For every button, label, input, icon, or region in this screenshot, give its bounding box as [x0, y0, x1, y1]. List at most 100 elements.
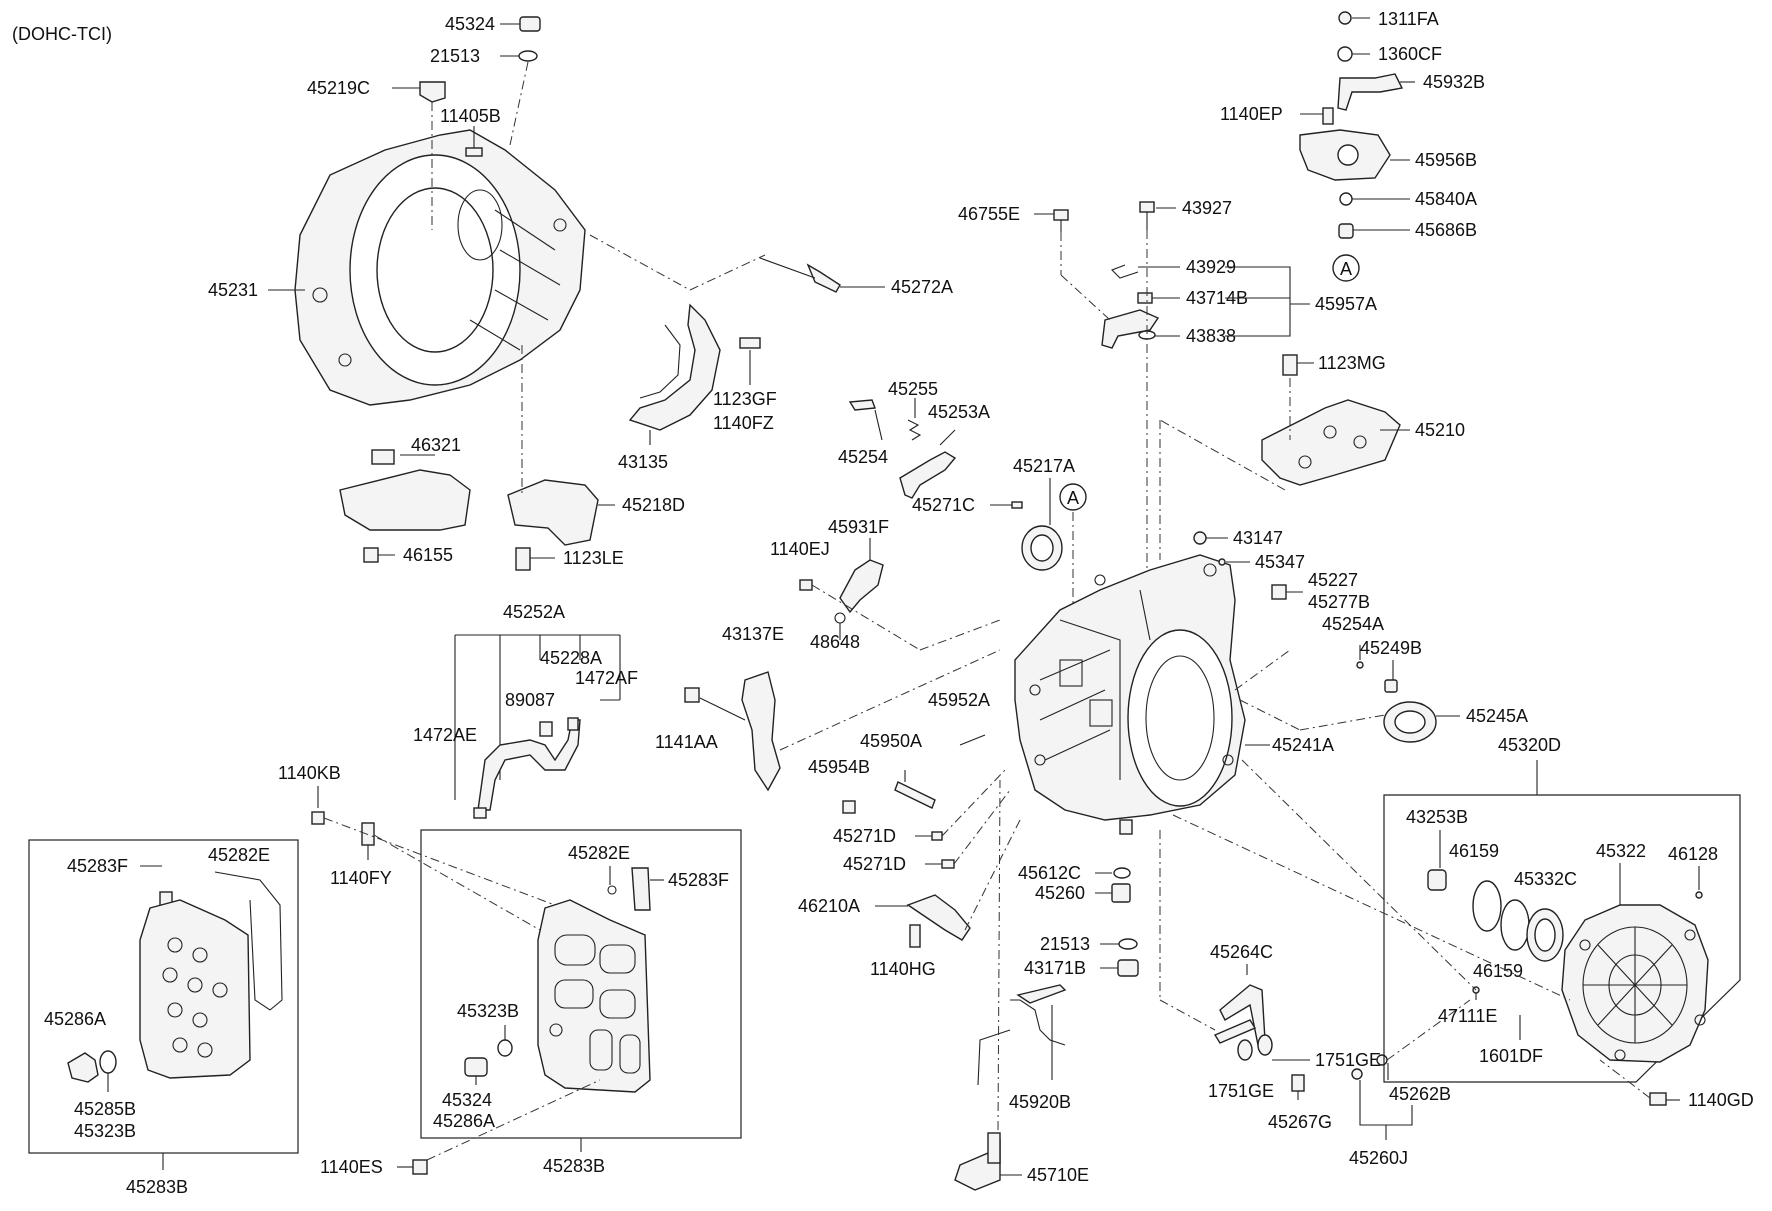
label-45282E-mid: 45282E — [568, 843, 630, 863]
oring-45285B — [99, 1050, 117, 1074]
converter-housing-45231 — [294, 129, 586, 406]
label-45210: 45210 — [1415, 420, 1465, 440]
label-45931F: 45931F — [828, 517, 889, 537]
nut-45686B — [1338, 223, 1354, 239]
gasket-43137E — [741, 671, 781, 792]
bracket-45210 — [1261, 399, 1401, 486]
bolt-46755E — [1053, 209, 1069, 221]
label-45271D-2: 45271D — [843, 854, 906, 874]
label-45324-mid: 45324 — [442, 1090, 492, 1110]
plug-45249B — [1384, 679, 1398, 693]
label-45932B: 45932B — [1423, 72, 1485, 92]
valve-body-mid — [537, 899, 651, 1093]
label-46155: 46155 — [403, 545, 453, 565]
label-45255: 45255 — [888, 379, 938, 399]
label-45286A-left: 45286A — [44, 1009, 106, 1029]
pin-45271C — [1011, 501, 1023, 509]
nut-43714B — [1137, 292, 1153, 304]
bolt-1140FY — [361, 822, 375, 846]
pin-45254A — [1356, 661, 1364, 669]
pin-48648 — [834, 612, 846, 624]
marker-a-top-text: A — [1340, 259, 1352, 279]
bolt-1140KB — [311, 811, 325, 825]
plug-45324-top — [519, 16, 541, 32]
label-1123MG: 1123MG — [1318, 353, 1386, 373]
label-1140GD: 1140GD — [1688, 1090, 1754, 1110]
label-1140KB: 1140KB — [278, 763, 341, 783]
bolt-1140ES — [412, 1159, 428, 1175]
oring-46159-2 — [1500, 899, 1530, 951]
label-47111E: 47111E — [1438, 1006, 1497, 1026]
oring-46159-1 — [1472, 880, 1502, 932]
label-43929: 43929 — [1186, 257, 1236, 277]
bolt-1123LE — [515, 547, 531, 571]
label-43171B: 43171B — [1024, 958, 1086, 978]
label-45267G: 45267G — [1268, 1112, 1332, 1132]
label-21513-mid: 21513 — [1040, 934, 1090, 954]
label-45612C: 45612C — [1018, 863, 1081, 883]
label-45840A: 45840A — [1415, 189, 1477, 209]
label-1140FZ: 1140FZ — [713, 413, 774, 433]
washer-1360CF — [1337, 46, 1353, 62]
shield-43135 — [628, 303, 721, 431]
label-45323B-mid: 45323B — [457, 1001, 519, 1021]
pin-45271D-2 — [941, 859, 955, 869]
label-1140EP: 1140EP — [1220, 104, 1283, 124]
strainer-neck — [371, 449, 395, 465]
gasket-45282E-left — [214, 871, 283, 1011]
label-46755E: 46755E — [958, 204, 1020, 224]
label-45323B-left: 45323B — [74, 1121, 136, 1141]
label-45686B: 45686B — [1415, 220, 1477, 240]
label-45320D: 45320D — [1498, 735, 1561, 755]
marker-a-top — [1332, 254, 1360, 282]
label-46159-2: 46159 — [1473, 961, 1523, 981]
lever-45957A — [1101, 309, 1160, 349]
label-1140FY: 1140FY — [330, 868, 392, 888]
label-45332C: 45332C — [1514, 869, 1577, 889]
solenoid-45286A-left — [67, 1052, 99, 1083]
plug-45262B-2 — [1351, 1068, 1363, 1080]
sensor-89087 — [539, 721, 553, 737]
label-45920B: 45920B — [1009, 1092, 1071, 1112]
cover-45322 — [1561, 904, 1709, 1063]
sensor-45920B — [1016, 984, 1067, 1004]
bolt-45227 — [1271, 584, 1287, 600]
plug-45262B-1 — [1376, 1054, 1388, 1066]
bolt-1140GD — [1649, 1092, 1667, 1106]
bolt-1123MG — [1282, 354, 1298, 376]
bolt-11405B — [465, 147, 483, 157]
strainer-46321 — [339, 469, 471, 531]
label-46128: 46128 — [1668, 844, 1718, 864]
label-89087: 89087 — [505, 690, 555, 710]
label-1472AF: 1472AF — [575, 668, 638, 688]
label-43135: 43135 — [618, 452, 668, 472]
plate-45950A — [894, 781, 936, 809]
pin-45271D-1 — [931, 831, 943, 841]
label-1141AA: 1141AA — [655, 732, 718, 752]
nut-1311FA — [1338, 11, 1352, 25]
label-43253B: 43253B — [1406, 807, 1468, 827]
bolt-1123GF — [739, 337, 761, 349]
clamp-1751GE-1 — [1257, 1034, 1273, 1056]
label-21513-top: 21513 — [430, 46, 480, 66]
label-45285B: 45285B — [74, 1099, 136, 1119]
lever-45932B — [1337, 73, 1404, 111]
clip-43929 — [1111, 264, 1139, 279]
label-45283F-left: 45283F — [67, 856, 128, 876]
label-45231: 45231 — [208, 280, 258, 300]
marker-a-mid — [1059, 483, 1087, 511]
bolt-1140HG — [909, 924, 921, 948]
clamp-1472AE — [473, 807, 487, 819]
label-45271D-1: 45271D — [833, 826, 896, 846]
pin-45347 — [1218, 558, 1226, 566]
label-43714B: 43714B — [1186, 288, 1248, 308]
oring-45282E-mid — [607, 885, 617, 895]
plug-45324-mid — [464, 1057, 488, 1077]
bracket-45219C — [419, 81, 446, 103]
bolt-1140EJ — [799, 579, 813, 591]
solenoid-45283F-mid — [631, 867, 651, 911]
label-45954B: 45954B — [808, 757, 870, 777]
pin-46128 — [1695, 891, 1703, 899]
label-43927: 43927 — [1182, 198, 1232, 218]
